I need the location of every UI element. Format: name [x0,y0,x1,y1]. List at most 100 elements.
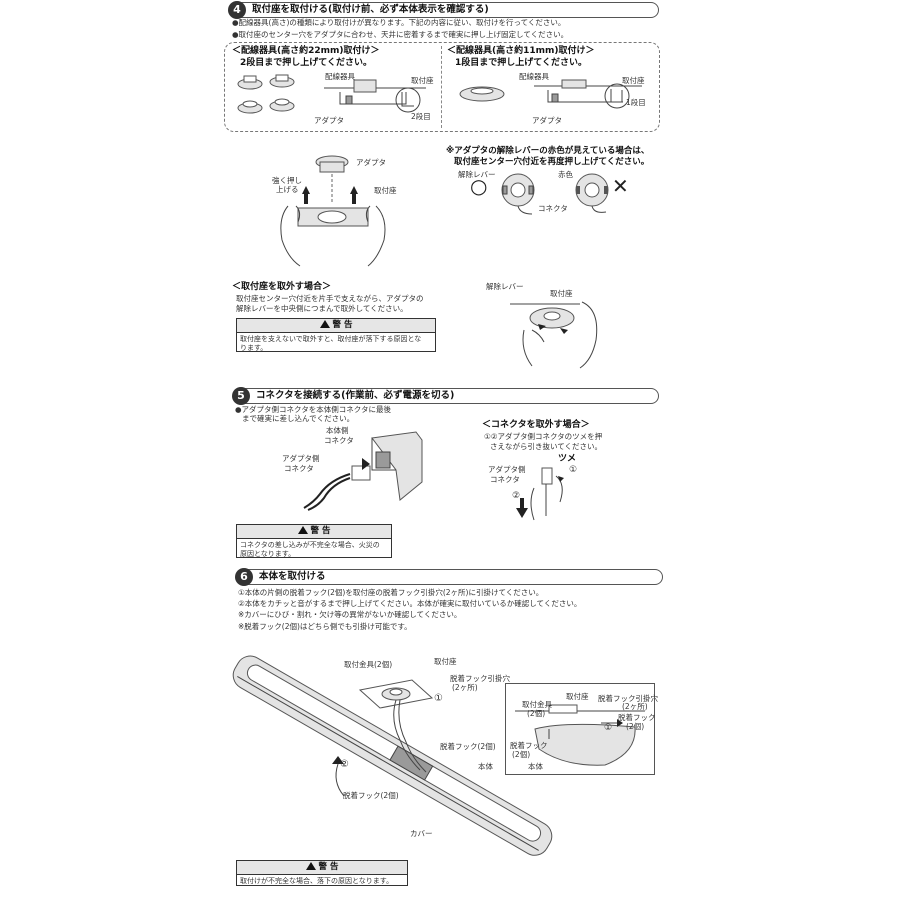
detail-label-hook-r-1: 脱着フック [618,713,656,722]
warning-icon [297,526,308,534]
box-right-label-mount: 取付座 [622,76,645,85]
remove-mount-figure [510,301,598,369]
remove-connector-text-1: ①②アダプタ側コネクタのツメを押 [484,432,603,441]
wiring-box-divider [441,46,442,128]
lever-fig-label-lever: 解除レバー [458,170,496,179]
section-5-warning-line-2: 原因となります。 [240,550,296,558]
fixture-detail-box [505,683,655,775]
section-6-line-3: ※カバーにひび・割れ・欠け等の異常がないか確認してください。 [238,610,462,619]
main-fig-label-body: 本体 [478,762,493,771]
section-4-heading: 4 取付座を取付ける(取付け前、必ず本体表示を確認する) [228,1,659,19]
section-6-heading: 6 本体を取付ける [235,568,663,586]
main-fig-step-1: ① [434,693,443,704]
detail-label-hook-l-2: (2個) [512,750,531,759]
section-4-warning: 警 告 取付座を支えないで取外すと、取付座が落下する原因とな ります。 [236,318,436,352]
push-fig-label-mount: 取付座 [374,186,397,195]
detail-label-bracket-2: (2個) [527,709,546,718]
remove-connector-claw: ツメ [558,454,577,464]
remove-mount-text-1: 取付座センター穴付近を片手で支えながら、アダプタの [236,294,424,303]
detail-label-bracket-1: 取付金具 [522,700,552,709]
connect-figure [303,431,423,511]
box-right-figure [459,79,642,109]
push-fig-label-push-2: 上げる [276,185,299,194]
section-5-note-2: まで確実に差し込んでください。 [242,414,355,423]
box-left-label-step: 2段目 [411,112,431,121]
section-6-line-1: ①本体の片側の脱着フック(2個)を取付座の脱着フック引掛穴(2ヶ所)に引掛けてく… [238,588,544,597]
detail-step-1: ① [604,723,613,733]
box-left-label-wiring: 配線器具 [325,72,355,81]
lever-ok-mark: ○ [470,174,488,198]
section-6-warning-heading: 警 告 [318,862,339,872]
lever-fig-label-red: 赤色 [558,170,573,179]
section-5-warning: 警 告 コネクタの差し込みが不完全な場合、火災の 原因となります。 [236,524,392,558]
fixture-detail-figure [515,704,645,766]
remove-connector-figure [516,467,564,521]
box-left-title-1: ＜配線器具(高さ約22mm)取付け＞ [232,46,380,56]
detail-label-hole-2: (2ヶ所) [622,702,648,711]
section-4-warning-line-2: ります。 [240,344,268,352]
section-5-note-1: ●アダプタ側コネクタを本体側コネクタに最後 [235,405,391,414]
box-left-label-mount: 取付座 [411,76,434,85]
lever-figure [501,173,609,215]
section-5-title: コネクタを接続する(作業前、必ず電源を切る) [256,390,455,401]
main-fig-label-bracket: 取付金具(2個) [344,660,393,669]
remove-connector-step-2: ② [512,491,521,501]
main-fig-label-hole-1: 脱着フック引掛穴 [450,674,510,683]
section-4-title: 取付座を取付ける(取付け前、必ず本体表示を確認する) [252,4,489,15]
section-5-warning-line-1: コネクタの差し込みが不完全な場合、火災の [240,541,380,549]
push-fig-label-adapter: アダプタ [356,158,386,167]
section-5-warning-heading: 警 告 [310,526,331,536]
remove-connector-label-2: コネクタ [490,475,520,484]
section-6-title: 本体を取付ける [259,571,326,582]
section-6-line-2: ②本体をカチッと音がするまで押し上げてください。本体が確実に取付いているか確認し… [238,599,582,608]
box-left-figure [237,74,426,114]
detail-label-hook-r-2: (2個) [626,722,645,731]
box-left-label-adapter: アダプタ [314,116,344,125]
remove-fig-label-mount: 取付座 [550,289,573,298]
section-6-warning: 警 告 取付けが不完全な場合、落下の原因となります。 [236,860,408,886]
box-right-label-adapter: アダプタ [532,116,562,125]
main-fig-step-2: ② [340,759,349,770]
push-fig-label-push-1: 強く押し [272,176,302,185]
section-4-number: 4 [228,1,246,19]
detail-label-hole-1: 脱着フック引掛穴 [598,694,658,703]
lever-note-1: ※アダプタの解除レバーの赤色が見えている場合は、 [446,146,650,156]
lever-ng-mark: ✕ [612,174,629,198]
detail-label-hook-l-1: 脱着フック [510,741,548,750]
remove-connector-label-1: アダプタ側 [488,465,526,474]
box-right-title-1: ＜配線器具(高さ約11mm)取付け＞ [447,46,595,56]
section-4-note-2: ●取付座のセンター穴をアダプタに合わせ、天井に密着するまで確実に押し上げ固定して… [232,30,569,39]
section-6-warning-line-1: 取付けが不完全な場合、落下の原因となります。 [240,877,394,885]
box-right-label-wiring: 配線器具 [519,72,549,81]
warning-icon [305,862,316,870]
main-fig-label-hook-a: 脱着フック(2個) [440,742,496,751]
section-5-heading: 5 コネクタを接続する(作業前、必ず電源を切る) [232,387,659,405]
remove-mount-text-2: 解除レバーを中央側につまんで取外してください。 [236,304,408,313]
connect-fig-label-body-1: 本体側 [326,426,349,435]
connect-fig-label-body-2: コネクタ [324,436,354,445]
remove-mount-title: ＜取付座を取外す場合＞ [232,282,332,292]
main-fig-label-mount: 取付座 [434,657,457,666]
fixture-main-figure [232,655,553,856]
warning-icon [319,320,330,328]
main-fig-label-cover: カバー [410,829,433,838]
section-4-warning-heading: 警 告 [332,320,353,330]
connect-fig-label-adapter-2: コネクタ [284,464,314,473]
detail-label-mount: 取付座 [566,692,589,701]
lever-fig-label-connector: コネクタ [538,204,568,213]
remove-connector-text-2: さえながら引き抜いてください。 [490,442,603,451]
remove-connector-title: ＜コネクタを取外す場合＞ [482,420,590,430]
push-up-figure [280,155,386,267]
section-6-number: 6 [235,568,253,586]
box-right-label-step: 1段目 [626,98,646,107]
section-4-warning-line-1: 取付座を支えないで取外すと、取付座が落下する原因とな [240,335,422,343]
wiring-height-box [224,42,660,132]
box-left-title-2: 2段目まで押し上げてください。 [240,58,372,68]
detail-label-body: 本体 [528,762,543,771]
box-right-title-2: 1段目まで押し上げてください。 [455,58,587,68]
section-4-note-1: ●配線器具(高さ)の種類により取付けが異なります。下記の内容に従い、取付けを行っ… [232,18,566,27]
section-6-line-4: ※脱着フック(2個)はどちら側でも引掛け可能です。 [238,622,412,631]
section-5-number: 5 [232,387,250,405]
remove-fig-label-lever: 解除レバー [486,282,524,291]
main-fig-label-hook-b: 脱着フック(2個) [343,791,399,800]
